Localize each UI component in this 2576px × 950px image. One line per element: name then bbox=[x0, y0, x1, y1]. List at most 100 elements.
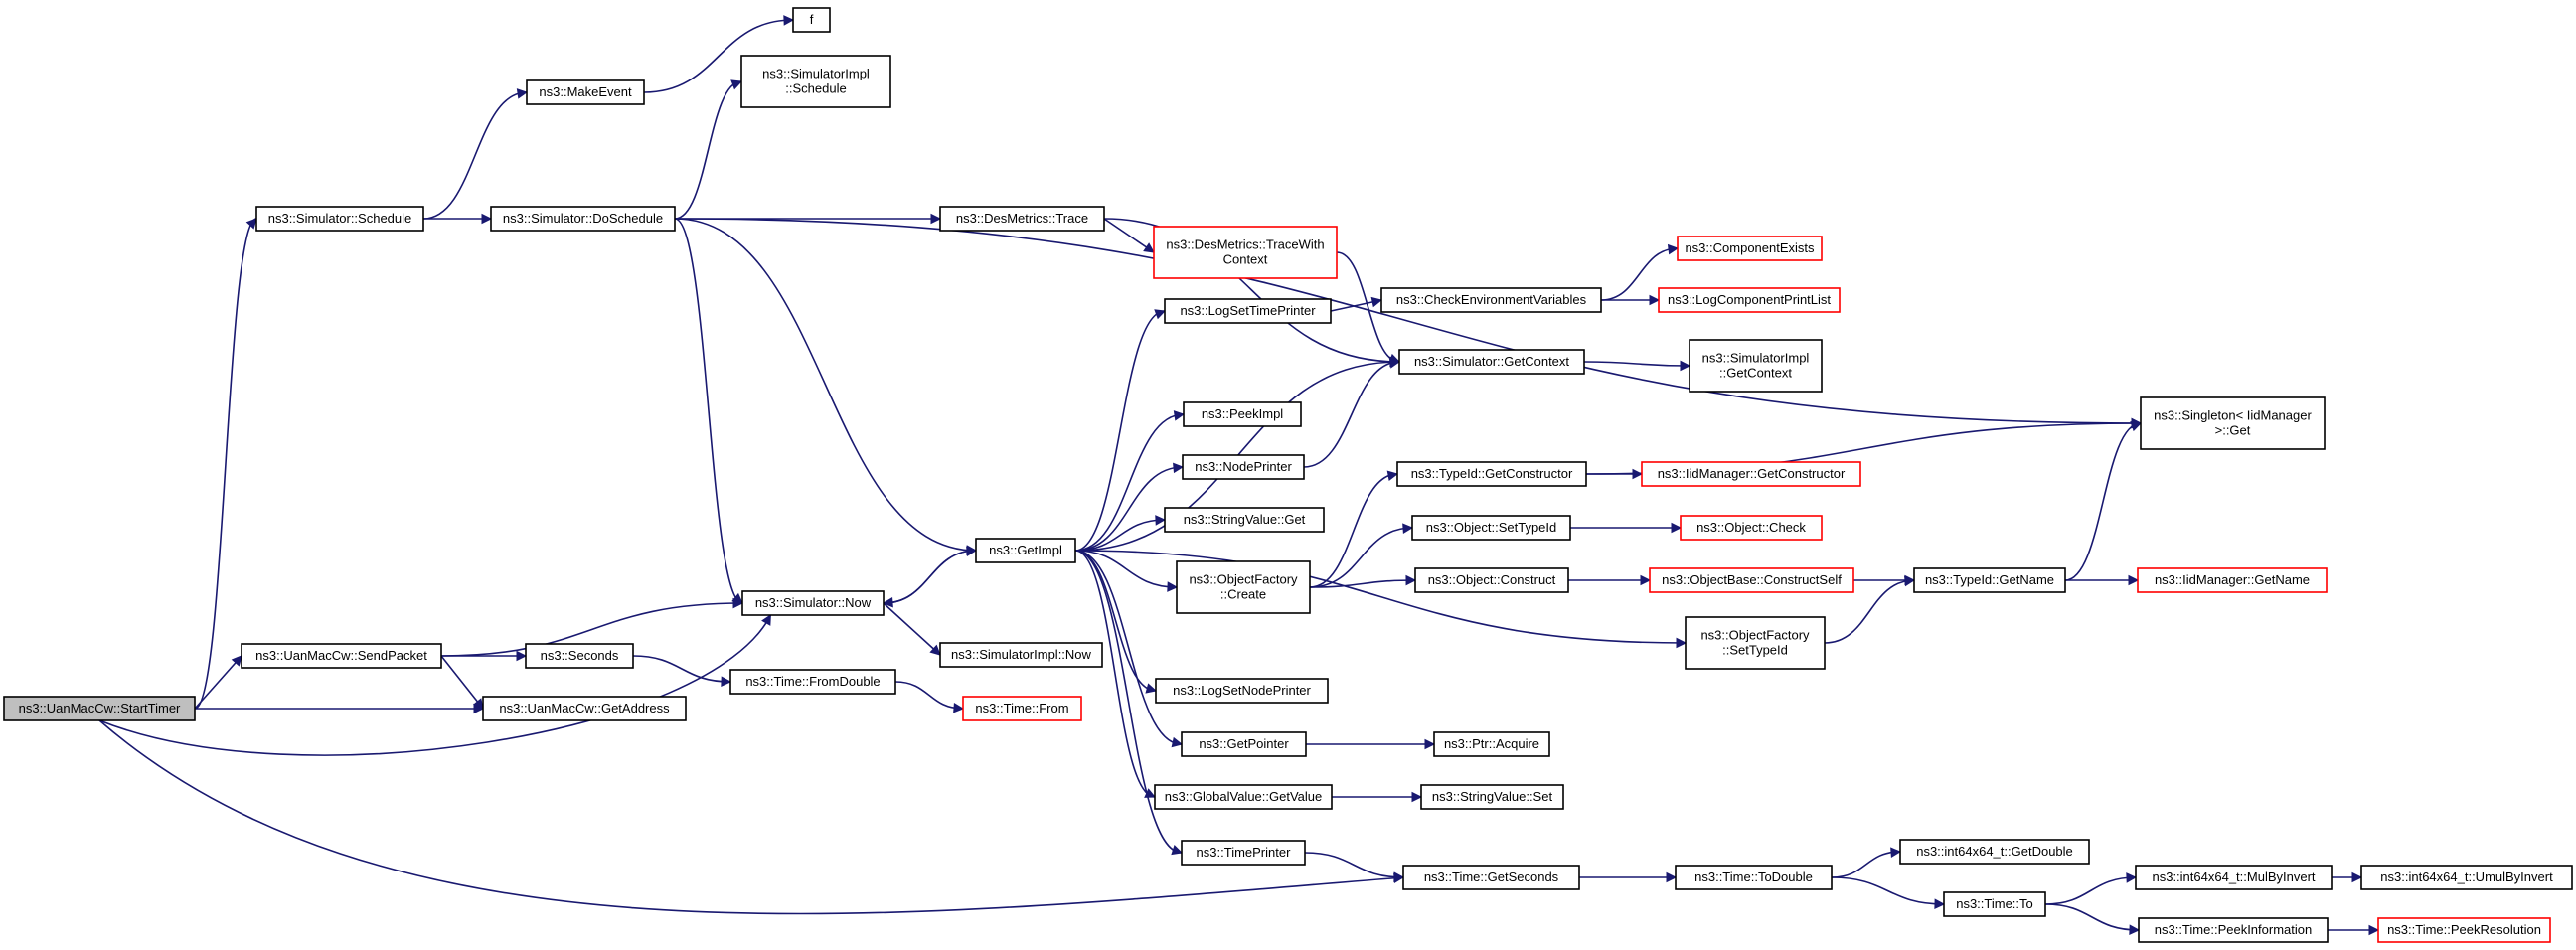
edge-arrowhead bbox=[1386, 470, 1399, 481]
edge-line bbox=[643, 19, 794, 93]
node-sendpk[interactable]: ns3::UanMacCw::SendPacket bbox=[241, 643, 442, 669]
node-objbaseconstr[interactable]: ns3::ObjectBase::ConstructSelf bbox=[1649, 567, 1854, 593]
node-seconds[interactable]: ns3::Seconds bbox=[525, 643, 634, 669]
edge-sched-to-dosched bbox=[423, 213, 493, 225]
node-box bbox=[1402, 865, 1580, 890]
node-objsettypeid[interactable]: ns3::Object::SetTypeId bbox=[1411, 515, 1571, 541]
edge-arrowhead bbox=[1424, 738, 1436, 750]
node-nodeprinter[interactable]: ns3::NodePrinter bbox=[1182, 454, 1305, 480]
edge-arrowhead bbox=[1145, 683, 1158, 694]
node-box bbox=[1181, 840, 1306, 866]
node-label: ns3::ObjectBase::ConstructSelf bbox=[1662, 572, 1842, 587]
node-logcompprint[interactable]: ns3::LogComponentPrintList bbox=[1658, 287, 1841, 313]
node-simimplgetctx[interactable]: ns3::SimulatorImpl::GetContext bbox=[1689, 339, 1823, 393]
node-i64umulbyinv[interactable]: ns3::int64x64_t::UmulByInvert bbox=[2360, 865, 2573, 890]
edge-fromdbl-to-tfrom bbox=[894, 681, 965, 713]
node-label: ns3::TypeId::GetConstructor bbox=[1411, 466, 1573, 481]
node-ptracquire[interactable]: ns3::Ptr::Acquire bbox=[1433, 731, 1550, 757]
node-checkenv[interactable]: ns3::CheckEnvironmentVariables bbox=[1380, 287, 1602, 313]
node-label: ns3::Object::SetTypeId bbox=[1426, 520, 1557, 535]
node-objconstruct[interactable]: ns3::Object::Construct bbox=[1414, 567, 1569, 593]
edge-line bbox=[1309, 527, 1413, 588]
node-label: Context bbox=[1223, 252, 1268, 267]
edge-line bbox=[98, 614, 772, 756]
edge-arrowhead bbox=[1388, 358, 1401, 369]
node-logstp[interactable]: ns3::LogSetTimePrinter bbox=[1164, 298, 1332, 324]
node-dosched[interactable]: ns3::Simulator::DoSchedule bbox=[490, 206, 676, 232]
edge-line bbox=[1303, 361, 1400, 468]
node-label: ns3::Object::Check bbox=[1696, 520, 1806, 535]
node-timeprinter[interactable]: ns3::TimePrinter bbox=[1181, 840, 1306, 866]
node-label: ns3::Simulator::DoSchedule bbox=[503, 211, 663, 226]
node-fromdbl[interactable]: ns3::Time::FromDouble bbox=[729, 669, 896, 695]
node-i64mulbyinv[interactable]: ns3::int64x64_t::MulByInvert bbox=[2135, 865, 2333, 890]
edge-checkenv-to-logcompprint bbox=[1601, 294, 1661, 306]
node-strset[interactable]: ns3::StringValue::Set bbox=[1420, 784, 1564, 810]
node-getptr[interactable]: ns3::GetPointer bbox=[1181, 731, 1307, 757]
node-destrace[interactable]: ns3::DesMetrics::Trace bbox=[939, 206, 1105, 232]
edge-line bbox=[1074, 413, 1185, 552]
node-label: ns3::LogSetNodePrinter bbox=[1173, 683, 1311, 698]
edge-line bbox=[1074, 550, 1687, 644]
node-strget[interactable]: ns3::StringValue::Get bbox=[1164, 507, 1325, 533]
node-box bbox=[1154, 784, 1333, 810]
node-getaddr[interactable]: ns3::UanMacCw::GetAddress bbox=[482, 696, 687, 721]
node-objfac[interactable]: ns3::ObjectFactory::Create bbox=[1176, 560, 1311, 614]
node-gvget[interactable]: ns3::GlobalValue::GetValue bbox=[1154, 784, 1333, 810]
node-box bbox=[1685, 616, 1826, 670]
edge-dosched-to-now bbox=[674, 218, 743, 604]
node-objfacsettid[interactable]: ns3::ObjectFactory::SetTypeId bbox=[1685, 616, 1826, 670]
edge-arrowhead bbox=[516, 650, 528, 662]
node-start[interactable]: ns3::UanMacCw::StartTimer bbox=[3, 696, 196, 721]
node-box bbox=[1164, 298, 1332, 324]
edge-i64mulbyinv-to-i64umulbyinv bbox=[2332, 871, 2363, 883]
node-typeidgetctor[interactable]: ns3::TypeId::GetConstructor bbox=[1396, 461, 1587, 487]
edge-sendpk-to-now bbox=[440, 597, 744, 657]
node-simsched[interactable]: ns3::SimulatorImpl::Schedule bbox=[740, 55, 891, 108]
node-compexists[interactable]: ns3::ComponentExists bbox=[1677, 236, 1823, 261]
node-timeto[interactable]: ns3::Time::To bbox=[1943, 891, 2046, 917]
node-timepeekinfo[interactable]: ns3::Time::PeekInformation bbox=[2138, 917, 2329, 943]
node-simgetctx[interactable]: ns3::Simulator::GetContext bbox=[1398, 349, 1585, 375]
edge-sendpk-to-getaddr bbox=[440, 655, 484, 710]
node-label: ns3::StringValue::Set bbox=[1432, 789, 1553, 804]
node-label: ns3::NodePrinter bbox=[1195, 459, 1292, 474]
node-tfrom[interactable]: ns3::Time::From bbox=[962, 696, 1082, 721]
node-box bbox=[2360, 865, 2573, 890]
node-timetodbl[interactable]: ns3::Time::ToDouble bbox=[1675, 865, 1833, 890]
node-label: ns3::GetImpl bbox=[989, 543, 1062, 557]
edge-sendpk-to-seconds bbox=[441, 650, 528, 662]
node-iidgetname[interactable]: ns3::IidManager::GetName bbox=[2137, 567, 2328, 593]
edge-getimpl-to-getptr bbox=[1074, 550, 1184, 748]
node-typeidgetname[interactable]: ns3::TypeId::GetName bbox=[1913, 567, 2066, 593]
node-label: ns3::SimulatorImpl bbox=[762, 67, 870, 81]
node-simimplnow[interactable]: ns3::SimulatorImpl::Now bbox=[939, 642, 1103, 668]
node-box bbox=[1411, 515, 1571, 541]
edge-getimpl-to-logstp bbox=[1074, 309, 1167, 552]
node-singleton[interactable]: ns3::Singleton< IidManager >::Get bbox=[2140, 396, 2326, 450]
edge-typeidgetname-to-singleton bbox=[2064, 421, 2143, 581]
node-i64getdbl[interactable]: ns3::int64x64_t::GetDouble bbox=[1899, 839, 2090, 865]
node-label: ns3::UanMacCw::SendPacket bbox=[255, 648, 427, 663]
node-peekimpl[interactable]: ns3::PeekImpl bbox=[1183, 401, 1302, 427]
node-logsnp[interactable]: ns3::LogSetNodePrinter bbox=[1155, 678, 1329, 704]
node-timepeekres[interactable]: ns3::Time::PeekResolution bbox=[2377, 917, 2551, 943]
node-sched[interactable]: ns3::Simulator::Schedule bbox=[255, 206, 424, 232]
edge-objfac-to-typeidgetctor bbox=[1309, 470, 1399, 588]
node-box bbox=[1433, 731, 1550, 757]
node-box bbox=[1176, 560, 1311, 614]
node-now[interactable]: ns3::Simulator::Now bbox=[741, 590, 885, 616]
node-timegetsec[interactable]: ns3::Time::GetSeconds bbox=[1402, 865, 1580, 890]
edge-getimpl-to-objfacsettid bbox=[1074, 550, 1688, 649]
node-f[interactable]: f bbox=[792, 7, 831, 33]
node-objcheck[interactable]: ns3::Object::Check bbox=[1680, 515, 1823, 541]
edge-line bbox=[1074, 550, 1156, 798]
edge-arrowhead bbox=[1173, 410, 1186, 421]
edge-objconstruct-to-objbaseconstr bbox=[1568, 574, 1652, 586]
node-label: ns3::Time::To bbox=[1956, 896, 2033, 911]
node-mkevent[interactable]: ns3::MakeEvent bbox=[526, 79, 645, 105]
node-getimpl[interactable]: ns3::GetImpl bbox=[975, 538, 1076, 563]
edge-timeto-to-timepeekinfo bbox=[2044, 903, 2141, 935]
node-iidgetctor[interactable]: ns3::IidManager::GetConstructor bbox=[1641, 461, 1861, 487]
